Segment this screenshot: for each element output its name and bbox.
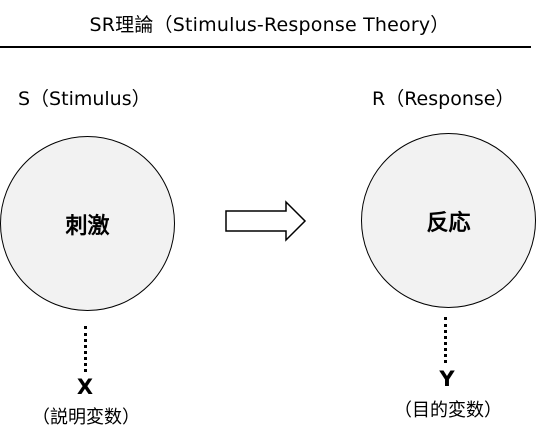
explanatory-variable-letter: X [76,375,94,399]
stimulus-circle-text: 刺激 [65,213,110,239]
stimulus-dotted-connector [84,326,87,372]
right-arrow-icon [225,200,307,242]
title-underline [0,46,531,48]
explanatory-variable-desc: （説明変数） [32,407,140,428]
diagram-title: SR理論（Stimulus-Response Theory） [89,14,450,36]
stimulus-label: S（Stimulus） [18,88,151,110]
response-label: R（Response） [372,88,515,110]
response-circle-text: 反応 [426,210,471,236]
stimulus-circle: 刺激 [0,136,175,311]
response-dotted-connector [444,317,447,363]
response-circle: 反応 [361,133,536,308]
objective-variable-letter: Y [439,367,455,391]
objective-variable-desc: （目的変数） [394,400,502,421]
